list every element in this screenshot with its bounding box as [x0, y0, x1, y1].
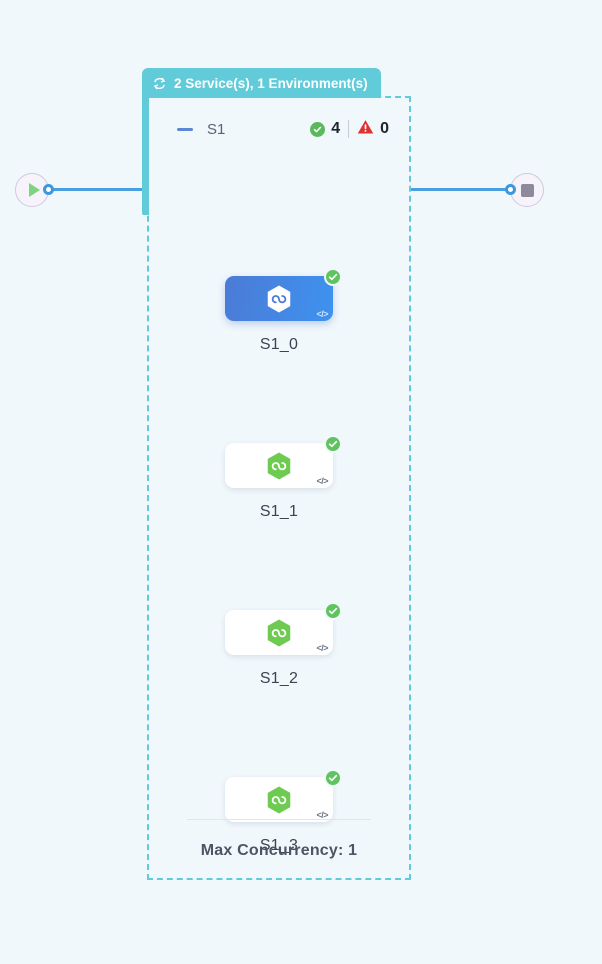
node-card[interactable]: </>: [225, 435, 342, 488]
service-group-container[interactable]: S1 4: [147, 96, 411, 880]
status-badge-success: 4: [310, 120, 340, 138]
max-concurrency-label: Max Concurrency: 1: [200, 842, 358, 859]
node-card[interactable]: </>: [225, 769, 342, 822]
node-s1-1[interactable]: </> S1_1: [149, 435, 409, 521]
node-s1-0[interactable]: </> S1_0: [149, 268, 409, 354]
group-stats: 4 0: [310, 119, 389, 140]
check-circle-icon: [324, 268, 342, 286]
group-accent-bar: [142, 96, 149, 215]
group-tab-label: 2 Service(s), 1 Environment(s): [174, 75, 368, 91]
node-s1-3[interactable]: </> S1_3: [149, 769, 409, 855]
service-hexagon-icon: [267, 619, 291, 646]
code-brackets-icon[interactable]: </>: [316, 643, 328, 653]
success-count: 4: [331, 120, 341, 137]
node-s1-2[interactable]: </> S1_2: [149, 602, 409, 688]
stop-square-icon: [520, 183, 534, 197]
node-label: S1_2: [259, 670, 299, 687]
group-header: S1 4: [149, 116, 409, 142]
start-output-port-icon[interactable]: [43, 184, 54, 195]
service-hexagon-icon: [267, 452, 291, 479]
sync-refresh-icon: [152, 76, 167, 91]
stats-divider: [348, 120, 350, 138]
service-hexagon-icon: [267, 786, 291, 813]
edge-group-to-end[interactable]: [410, 188, 515, 191]
node-card[interactable]: </>: [225, 602, 342, 655]
warning-count: 0: [380, 120, 389, 137]
warning-triangle-icon: [357, 119, 374, 140]
node-label: S1_1: [259, 503, 299, 520]
node-card[interactable]: </>: [225, 268, 342, 321]
edge-start-to-group[interactable]: [47, 188, 147, 191]
check-circle-icon: [324, 769, 342, 787]
check-circle-icon: [324, 602, 342, 620]
node-label: S1_0: [259, 336, 299, 353]
group-name-label: S1: [207, 120, 226, 138]
node-label: S1_3: [259, 837, 299, 854]
group-tab[interactable]: 2 Service(s), 1 Environment(s): [142, 68, 381, 98]
group-footer: Max Concurrency: 1: [149, 819, 409, 860]
minus-icon[interactable]: [177, 127, 193, 131]
code-brackets-icon[interactable]: </>: [316, 309, 328, 319]
play-icon: [28, 183, 40, 197]
check-circle-icon: [324, 435, 342, 453]
footer-divider: [187, 819, 371, 820]
code-brackets-icon[interactable]: </>: [316, 810, 328, 820]
service-hexagon-icon: [267, 285, 291, 312]
check-circle-icon: [310, 121, 326, 137]
code-brackets-icon[interactable]: </>: [316, 476, 328, 486]
end-input-port-icon[interactable]: [505, 184, 516, 195]
status-badge-warning: 0: [357, 119, 389, 140]
